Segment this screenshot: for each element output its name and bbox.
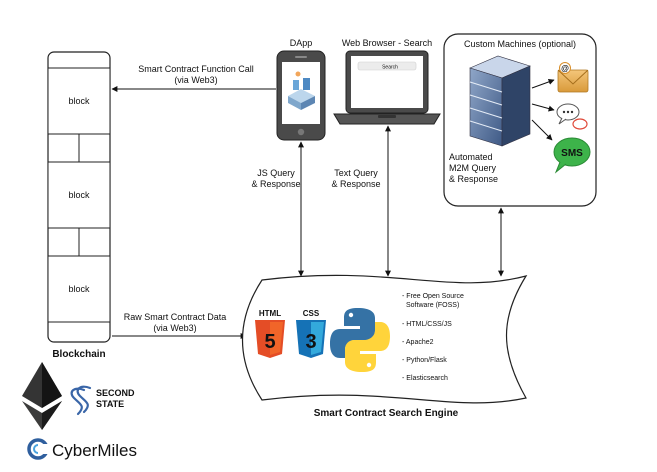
- message-arrow: [531, 103, 555, 112]
- feature-1b: Software (FOSS): [406, 302, 459, 309]
- search-engine-label: Smart Contract Search Engine: [314, 408, 459, 419]
- css3-number: 3: [305, 331, 316, 353]
- feature-5: - Elasticsearch: [402, 375, 448, 382]
- block-2-label: block: [68, 190, 90, 200]
- raw-data-label-1: Raw Smart Contract Data: [124, 312, 227, 322]
- block-3-label: block: [68, 284, 90, 294]
- dapp-illustration-icon: [288, 71, 315, 110]
- second-state-icon: [70, 385, 92, 416]
- dapp-label: DApp: [290, 38, 313, 48]
- custom-machines-label: Custom Machines (optional): [464, 39, 576, 49]
- feature-3: - Apache2: [402, 339, 434, 346]
- block-1-label: block: [68, 96, 90, 106]
- email-arrow: [531, 79, 555, 89]
- block-3: [47, 255, 111, 323]
- phone-speaker: [295, 56, 307, 58]
- second-state-logo: SECOND STATE: [70, 385, 135, 416]
- feature-4: - Python/Flask: [402, 357, 447, 364]
- sms-icon: SMS: [553, 137, 591, 174]
- cybermiles-icon: [27, 438, 50, 460]
- js-query-label-1: JS Query: [257, 168, 295, 178]
- m2m-label-2: M2M Query: [449, 163, 497, 173]
- search-placeholder: Search: [382, 65, 398, 71]
- function-call-label-1: Smart Contract Function Call: [138, 64, 254, 74]
- browser-label: Web Browser - Search: [342, 38, 432, 48]
- custom-machines: Custom Machines (optional) @: [443, 33, 597, 207]
- ethereum-logo: [22, 362, 62, 430]
- laptop-base: [333, 113, 441, 125]
- svg-text:@: @: [561, 64, 569, 73]
- m2m-label-3: & Response: [449, 174, 498, 184]
- chat-bubble-icon: [556, 103, 588, 130]
- feature-2: - HTML/CSS/JS: [402, 321, 452, 328]
- feature-1: - Free Open Source: [402, 293, 464, 300]
- search-engine: HTML 5 CSS 3 - Free Open Source Software…: [241, 274, 528, 419]
- text-query-label-1: Text Query: [334, 168, 378, 178]
- blockchain: block block block Blockchain: [47, 51, 111, 360]
- m2m-label-1: Automated: [449, 152, 493, 162]
- css3-icon: CSS 3: [296, 309, 326, 358]
- block-1: [47, 67, 111, 135]
- function-call-label-2: (via Web3): [174, 75, 217, 85]
- cybermiles-logo: CyberMiles: [27, 438, 137, 460]
- blockchain-label: Blockchain: [52, 349, 105, 360]
- sms-arrow: [531, 119, 553, 141]
- dapp: DApp: [276, 38, 326, 141]
- html-badge-label: HTML: [259, 309, 281, 318]
- second-state-text-1: SECOND: [96, 388, 135, 398]
- search-input[interactable]: [357, 61, 417, 71]
- web-browser: Web Browser - Search Search: [333, 38, 441, 125]
- laptop-trackpad: [378, 115, 396, 118]
- html5-number: 5: [264, 331, 275, 353]
- js-query-label-2: & Response: [251, 179, 300, 189]
- text-query-label-2: & Response: [331, 179, 380, 189]
- phone-home-button: [297, 128, 305, 136]
- sms-label: SMS: [561, 148, 583, 159]
- raw-data-label-2: (via Web3): [153, 323, 196, 333]
- css-badge-label: CSS: [303, 309, 320, 318]
- second-state-text-2: STATE: [96, 399, 124, 409]
- email-icon: @: [557, 62, 589, 93]
- server-rack-icon: [469, 55, 531, 147]
- cybermiles-text: CyberMiles: [52, 441, 137, 460]
- python-icon: [330, 308, 390, 372]
- html5-icon: HTML 5: [255, 309, 285, 358]
